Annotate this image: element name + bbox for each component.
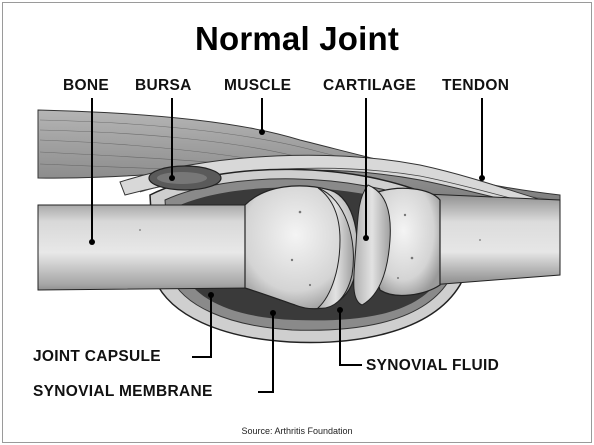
diagram-title: Normal Joint	[0, 20, 594, 58]
label-bone: BONE	[63, 77, 109, 95]
bone-left	[38, 195, 280, 300]
label-synovial-membrane: SYNOVIAL MEMBRANE	[33, 383, 213, 401]
label-bursa: BURSA	[135, 77, 192, 95]
label-tendon: TENDON	[442, 77, 509, 95]
label-muscle: MUSCLE	[224, 77, 291, 95]
label-joint-capsule: JOINT CAPSULE	[33, 348, 161, 366]
label-cartilage: CARTILAGE	[323, 77, 416, 95]
source-credit: Source: Arthritis Foundation	[0, 426, 594, 436]
label-synovial-fluid: SYNOVIAL FLUID	[366, 357, 499, 375]
